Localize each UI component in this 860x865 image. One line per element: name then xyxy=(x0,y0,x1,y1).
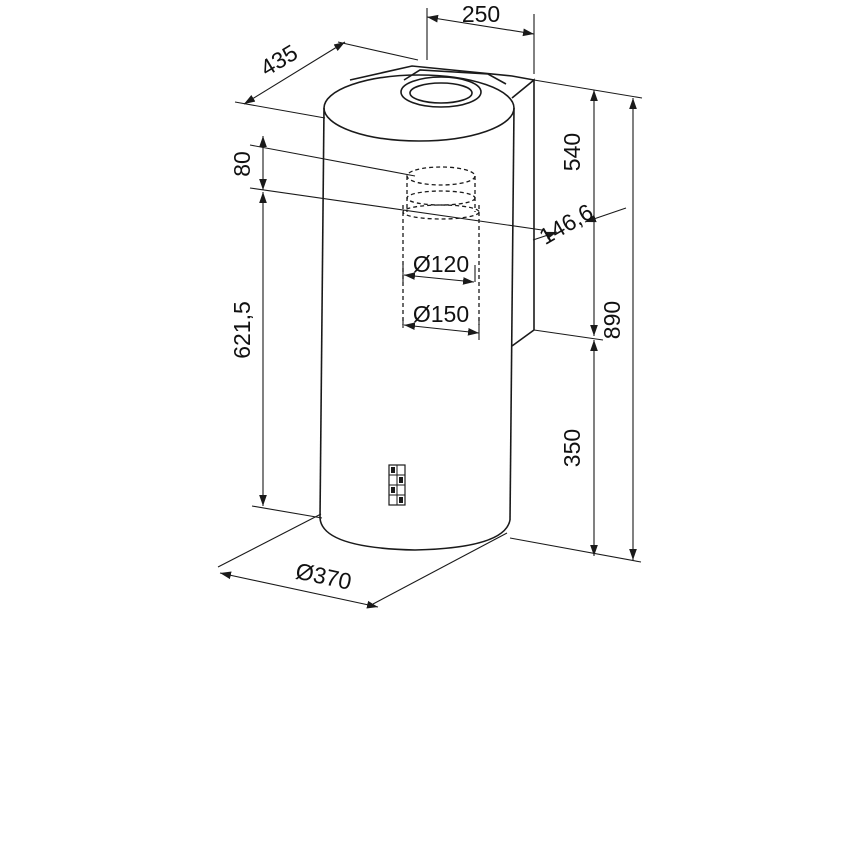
dim-line-250 xyxy=(426,14,535,37)
label-80: 80 xyxy=(229,151,255,177)
dim-line-d150 xyxy=(403,322,480,336)
cylinder-right-edge xyxy=(509,107,515,521)
dim-line-146-6-b xyxy=(532,231,558,241)
label-d370: Ø370 xyxy=(293,558,353,595)
mounting-plate xyxy=(511,78,535,347)
dim-line-d120 xyxy=(403,272,475,285)
dimension-labels: 250 435 540 146,6 890 80 621,5 Ø120 Ø150… xyxy=(229,1,625,595)
label-d120: Ø120 xyxy=(413,251,469,277)
duct-top-ellipse xyxy=(406,166,476,186)
dim-line-435 xyxy=(243,41,346,105)
dim-line-146-6 xyxy=(584,207,627,223)
label-890: 890 xyxy=(599,301,625,339)
dimension-lines xyxy=(219,14,637,609)
label-621-5: 621,5 xyxy=(229,301,255,359)
hood-body xyxy=(319,65,535,551)
label-435: 435 xyxy=(256,39,302,81)
top-outlet-inner xyxy=(409,82,473,104)
chimney-top-ellipse xyxy=(323,74,515,142)
cylinder-bottom-curve xyxy=(319,517,511,551)
cylinder-left-edge xyxy=(319,107,325,519)
top-plate-outline xyxy=(349,65,535,81)
label-250: 250 xyxy=(462,1,500,27)
top-outlet-outer xyxy=(400,76,482,108)
dim-line-d370 xyxy=(219,571,379,609)
label-146-6: 146,6 xyxy=(535,198,598,249)
control-panel xyxy=(388,464,406,506)
label-d150: Ø150 xyxy=(413,301,469,327)
label-350: 350 xyxy=(559,429,585,467)
label-540: 540 xyxy=(559,133,585,171)
duct-collar-ellipse xyxy=(406,190,476,206)
